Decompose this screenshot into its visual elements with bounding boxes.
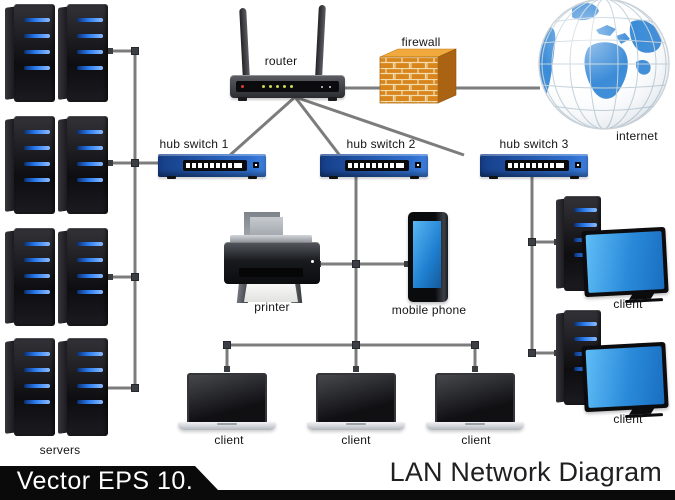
switch-ports xyxy=(505,160,569,171)
mobile-phone-device xyxy=(408,212,448,302)
server-tower xyxy=(58,228,108,326)
firewall-device xyxy=(379,48,457,104)
bottom-banner xyxy=(0,466,675,500)
hub-switch-1 xyxy=(158,154,266,179)
hub-switch-3 xyxy=(480,154,588,179)
server-tower xyxy=(58,338,108,436)
desktop-client-1-monitor xyxy=(581,226,669,304)
router-led-strip xyxy=(236,81,339,92)
printer-label: printer xyxy=(254,300,290,314)
laptop-client-3 xyxy=(426,373,524,431)
laptop-client-2-label: client xyxy=(341,433,371,447)
desktop-client-1-label: client xyxy=(613,297,643,311)
switch-ports xyxy=(183,160,247,171)
server-tower xyxy=(58,116,108,214)
servers-label: servers xyxy=(39,443,81,457)
router-device xyxy=(230,75,345,101)
cable-junction-nodes xyxy=(131,47,536,392)
mobile-phone-label: mobile phone xyxy=(391,303,467,317)
printer-device xyxy=(222,210,322,306)
desktop-client-2-monitor xyxy=(581,341,669,419)
phone-screen xyxy=(413,221,441,288)
server-tower xyxy=(5,338,55,436)
server-tower xyxy=(5,116,55,214)
hub-switch-2-label: hub switch 2 xyxy=(346,137,416,151)
laptop-client-2 xyxy=(307,373,405,431)
desktop-client-2-label: client xyxy=(613,412,643,426)
switch-uplink-port xyxy=(415,162,421,168)
hub-switch-3-label: hub switch 3 xyxy=(499,137,569,151)
server-tower xyxy=(58,4,108,102)
diagram-title: LAN Network Diagram xyxy=(389,457,662,487)
laptop-client-1-label: client xyxy=(214,433,244,447)
internet-label: internet xyxy=(616,129,658,143)
server-tower xyxy=(5,4,55,102)
router-label: router xyxy=(264,54,298,68)
switch-ports xyxy=(345,160,409,171)
watermark-text: Vector EPS 10. xyxy=(16,467,194,495)
switch-uplink-port xyxy=(575,162,581,168)
server-tower xyxy=(5,228,55,326)
laptop-client-3-label: client xyxy=(461,433,491,447)
switch-uplink-port xyxy=(253,162,259,168)
laptop-client-1 xyxy=(178,373,276,431)
hub-switch-1-label: hub switch 1 xyxy=(159,137,229,151)
internet-globe xyxy=(538,0,670,130)
firewall-label: firewall xyxy=(401,35,441,49)
hub-switch-2 xyxy=(320,154,428,179)
